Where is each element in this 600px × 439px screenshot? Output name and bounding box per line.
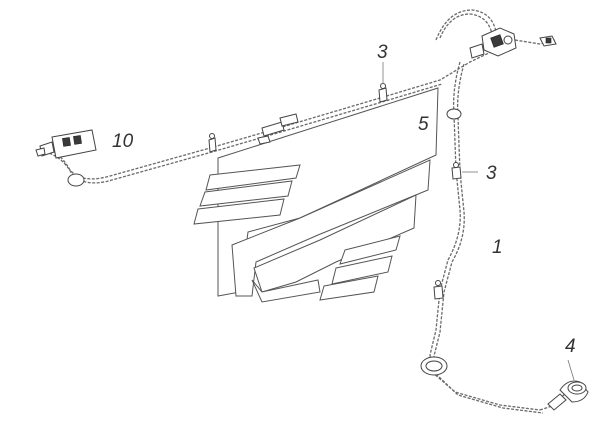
grommet-mid-icon <box>446 108 462 120</box>
connector-10-icon <box>35 129 97 159</box>
harness-upper-run-parallel <box>44 83 443 184</box>
harness-vertical-run-parallel <box>433 63 544 414</box>
emblem-stripe-2 <box>199 180 293 207</box>
clip-upper-2-icon <box>257 113 299 145</box>
clip-3-top-icon <box>378 83 388 103</box>
emblem-decal <box>193 87 439 303</box>
harness-vertical-run <box>429 61 541 411</box>
emblem-stripe-3 <box>193 198 285 225</box>
harness-top-loop <box>439 13 493 39</box>
callout-3-right: 3 <box>486 163 497 184</box>
clip-lower-icon <box>433 280 444 300</box>
callout-1: 1 <box>492 237 503 258</box>
emblem-stripe-5 <box>331 255 393 285</box>
clip-upper-1-icon <box>208 133 217 153</box>
emblem-wing-outer <box>231 159 431 297</box>
clip-3-right-icon <box>451 162 462 180</box>
callout-3-top: 3 <box>377 42 388 63</box>
emblem-stripe-1 <box>205 164 301 191</box>
protective-cap-icon <box>547 380 589 411</box>
harness-top-loop-2 <box>435 9 497 41</box>
switch-assembly-icon <box>469 27 557 59</box>
harness-top-right-lead <box>514 39 556 45</box>
callout-5: 5 <box>418 114 429 135</box>
emblem-main-stroke <box>217 87 439 297</box>
emblem-inner-step <box>251 279 321 303</box>
grommet-left-icon <box>67 173 85 187</box>
emblem-stripe-6 <box>319 275 379 301</box>
callout-4: 4 <box>565 336 576 357</box>
emblem-stripe-4 <box>339 235 401 265</box>
leader-lines <box>382 62 575 381</box>
grommet-lower-icon <box>420 356 448 376</box>
callout-10: 10 <box>112 131 134 152</box>
